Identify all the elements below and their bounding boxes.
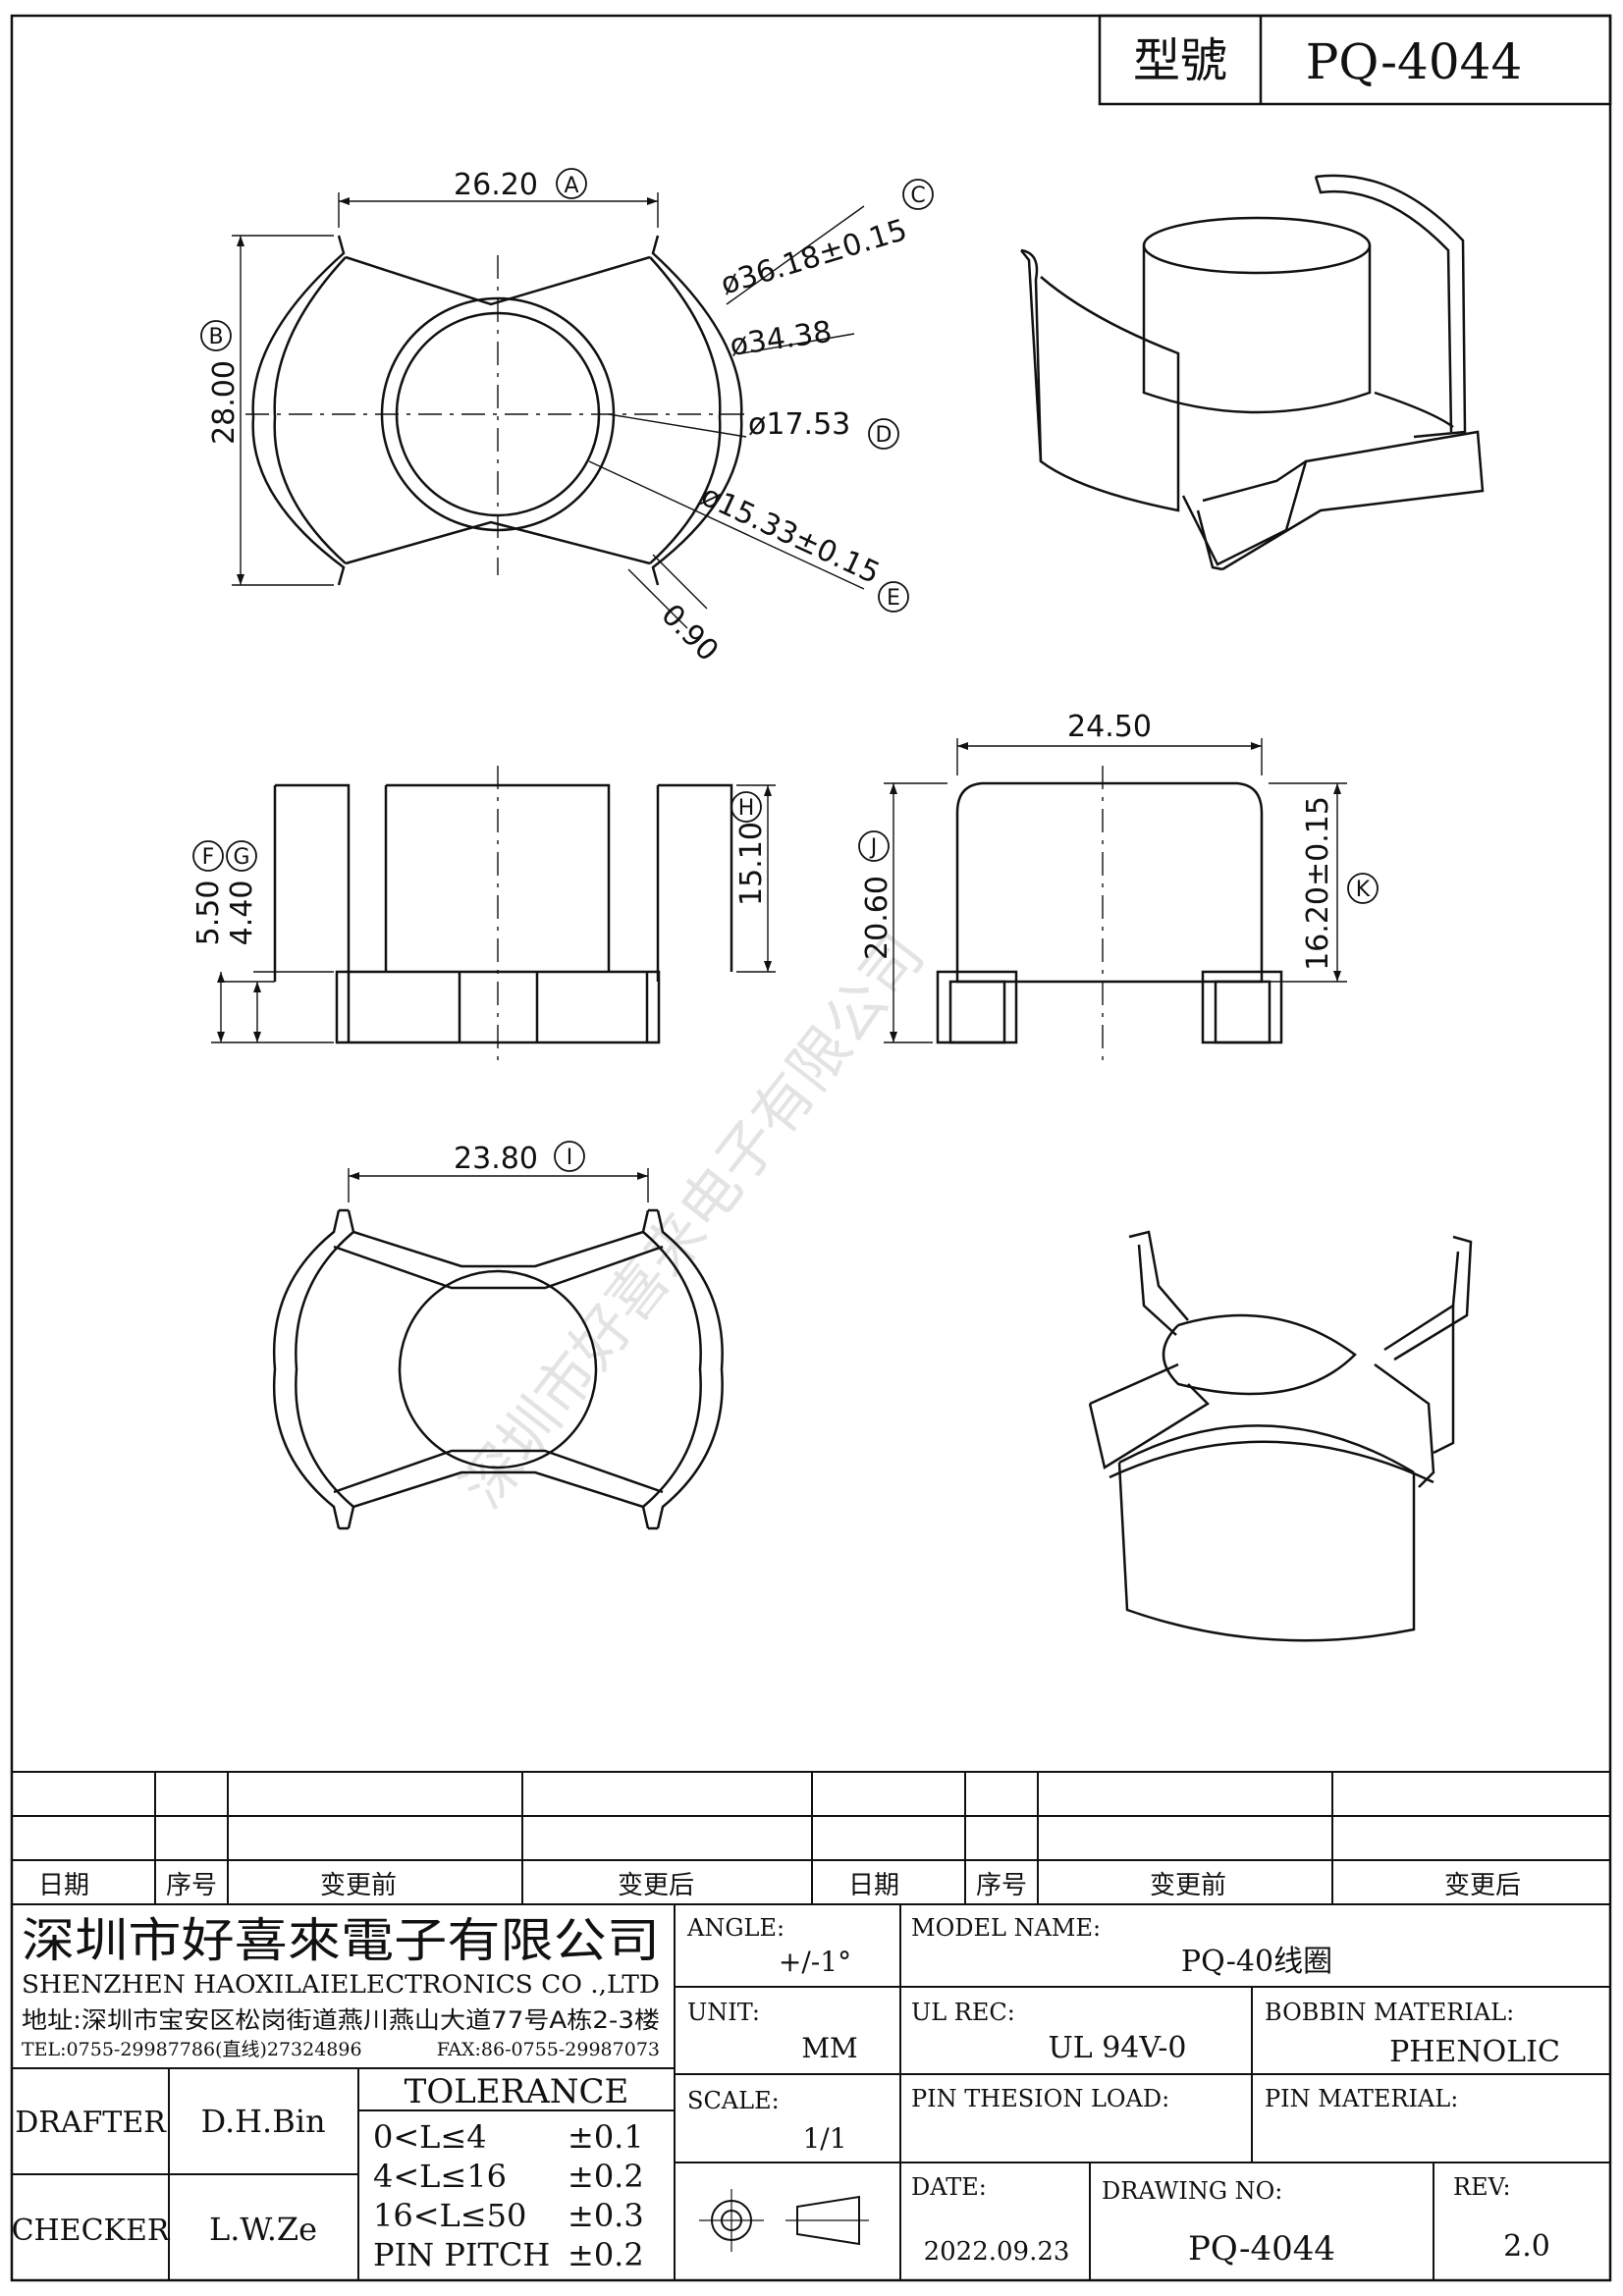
company-block: 深圳市好喜來電子有限公司 SHENZHEN HAOXILAIELECTRONIC… (22, 1913, 660, 2060)
dim-j-value: 20.60 (860, 876, 894, 960)
bobbin-material-value: PHENOLIC (1389, 2035, 1560, 2069)
company-address: 地址:深圳市宝安区松岗街道燕川燕山大道77号A栋2-3楼 (22, 2006, 660, 2034)
bottom-view (272, 1208, 724, 1530)
side-view-labels: 24.50 20.60 J 16.20±0.15 K (858, 710, 1379, 971)
projection-symbol-icon (699, 2189, 869, 2252)
dim-g-value: 4.40 (225, 881, 259, 946)
top-view-labels: 26.20 A 28.00 B ø36.18±0.15 C ø34.38 ø17… (200, 168, 934, 668)
rev-right-seq: 序号 (976, 1871, 1027, 1900)
dim-a-value: 26.20 (454, 168, 538, 202)
scale-label: SCALE: (687, 2087, 780, 2114)
tolerance-value-2: ±0.3 (568, 2197, 644, 2234)
model-label: 型號 (1133, 33, 1227, 88)
drawing-no-value: PQ-4044 (1188, 2229, 1335, 2269)
revision-headers: 日期 序号 变更前 变更后 日期 序号 变更前 变更后 (38, 1871, 1521, 1900)
side-view-dimensions (884, 738, 1347, 1043)
rev-left-seq: 序号 (166, 1871, 217, 1900)
watermark: 深圳市好喜来电子有限公司 (449, 922, 938, 1521)
dim-a-tag: A (564, 174, 578, 198)
model-value: PQ-4044 (1306, 33, 1523, 90)
isometric-view-top (1020, 174, 1485, 571)
dim-c-value: ø36.18±0.15 (717, 213, 911, 302)
dim-e-value: ø15.33±0.15 (696, 479, 886, 592)
dim-i-value: 23.80 (454, 1142, 538, 1176)
dim-f-tag: F (202, 845, 215, 870)
rev-right-date: 日期 (848, 1871, 899, 1900)
dim-d-tag: D (876, 423, 893, 448)
dim-b-value: 28.00 (207, 360, 242, 445)
ul-rec-label: UL REC: (911, 1999, 1015, 2026)
tolerance-value-0: ±0.1 (568, 2118, 644, 2156)
rev-left-after: 变更后 (618, 1871, 694, 1900)
model-name-label: MODEL NAME: (911, 1914, 1101, 1942)
isometric-view-bottom (1088, 1230, 1473, 1642)
dim-g-tag: G (233, 845, 249, 870)
dim-h-value: 15.10 (734, 822, 769, 906)
front-view-dimensions (211, 784, 776, 1043)
drawing-no-label: DRAWING NO: (1102, 2177, 1282, 2205)
drafter-label: DRAFTER (15, 2106, 167, 2140)
bobbin-material-label: BOBBIN MATERIAL: (1265, 1999, 1514, 2026)
front-view-labels: 5.50 F 4.40 G 15.10 H (191, 791, 769, 946)
dim-wall-value: 0.90 (654, 598, 725, 668)
dim-f-value: 5.50 (191, 881, 226, 946)
signatures: DRAFTER D.H.Bin CHECKER L.W.Ze (12, 2103, 326, 2248)
unit-label: UNIT: (687, 1999, 760, 2026)
title-block-grid (12, 1904, 1610, 2280)
checker-label: CHECKER (12, 2214, 171, 2248)
tolerance-title: TOLERANCE (405, 2072, 629, 2111)
dim-b-tag: B (208, 325, 223, 349)
top-view (245, 235, 751, 586)
model-box: 型號 PQ-4044 (1098, 14, 1612, 106)
angle-value: +/-1° (779, 1946, 851, 1978)
pin-material-label: PIN MATERIAL: (1265, 2085, 1458, 2112)
rev-value: 2.0 (1503, 2229, 1550, 2264)
dim-e-tag: E (887, 586, 900, 611)
company-name-en: SHENZHEN HAOXILAIELECTRONICS CO .,LTD (22, 1970, 660, 1999)
revision-table (12, 1771, 1610, 1905)
checker-value: L.W.Ze (209, 2211, 317, 2248)
dim-side-width: 24.50 (1067, 710, 1152, 744)
date-value: 2022.09.23 (924, 2237, 1070, 2267)
dim-h-tag: H (738, 796, 755, 821)
angle-label: ANGLE: (686, 1914, 784, 1942)
bottom-view-labels: 23.80 I (454, 1141, 585, 1176)
top-view-dimensions (232, 192, 865, 629)
rev-right-after: 变更后 (1444, 1871, 1521, 1900)
unit-value: MM (801, 2032, 857, 2064)
ul-rec-value: UL 94V-0 (1048, 2031, 1186, 2065)
rev-left-date: 日期 (38, 1871, 89, 1900)
pin-tension-label: PIN THESION LOAD: (911, 2085, 1169, 2112)
drafter-value: D.H.Bin (200, 2103, 325, 2140)
tolerance-range-1: 4<L≤16 (373, 2158, 507, 2195)
tolerance-range-0: 0<L≤4 (373, 2118, 487, 2156)
dim-k-value: 16.20±0.15 (1301, 796, 1335, 971)
date-label: DATE: (911, 2173, 987, 2201)
dim-34-value: ø34.38 (728, 315, 834, 363)
dim-c-tag: C (910, 184, 925, 208)
company-tel: TEL:0755-29987786(直线)27324896 (22, 2039, 362, 2060)
tolerance-value-1: ±0.2 (568, 2158, 644, 2195)
front-view (273, 766, 733, 1060)
dim-d-value: ø17.53 (748, 407, 850, 442)
company-name-cn: 深圳市好喜來電子有限公司 (22, 1913, 660, 1968)
scale-value: 1/1 (802, 2122, 846, 2155)
dim-k-tag: K (1356, 878, 1371, 902)
dim-j-tag: J (869, 835, 878, 860)
title-fields: ANGLE: +/-1° MODEL NAME: PQ-40线圈 UNIT: M… (686, 1914, 1560, 2269)
company-fax: FAX:86-0755-29987073 (437, 2039, 660, 2060)
drawing-frame (10, 14, 1612, 2282)
model-name-value: PQ-40线圈 (1181, 1945, 1332, 1979)
tolerance-range-3: PIN PITCH (373, 2236, 550, 2273)
rev-left-before: 变更前 (320, 1871, 397, 1900)
tolerance-block: TOLERANCE 0<L≤4 ±0.1 4<L≤16 ±0.2 16<L≤50… (373, 2072, 644, 2273)
rev-right-before: 变更前 (1150, 1871, 1226, 1900)
bottom-view-dimensions (348, 1168, 649, 1202)
side-view (936, 766, 1283, 1060)
tolerance-value-3: ±0.2 (568, 2236, 644, 2273)
dim-i-tag: I (567, 1146, 573, 1170)
tolerance-range-2: 16<L≤50 (373, 2197, 526, 2234)
rev-label: REV: (1453, 2173, 1511, 2201)
